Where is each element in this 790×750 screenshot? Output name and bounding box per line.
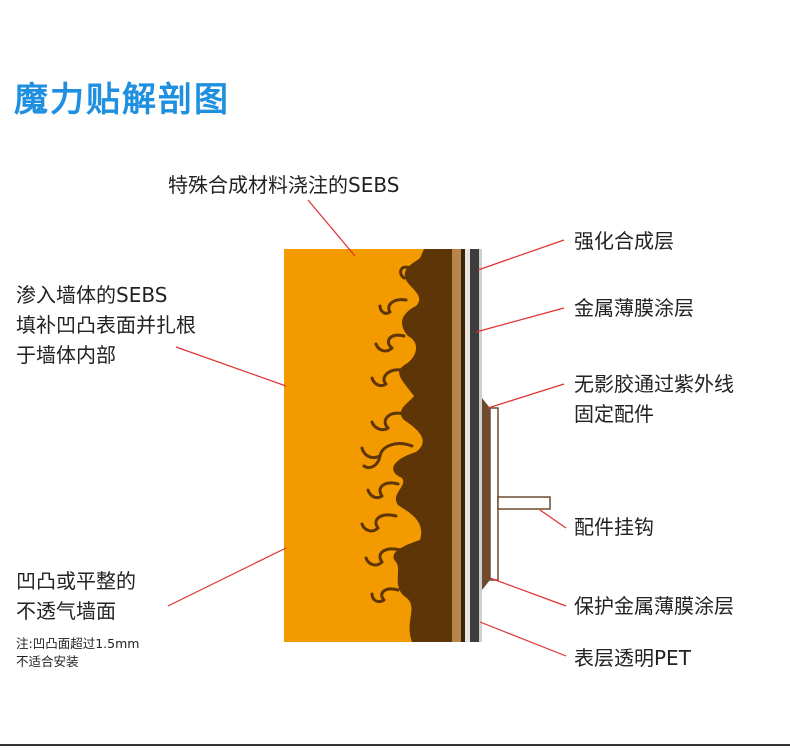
- label-sebs-penetrate-3: 于墙体内部: [16, 343, 116, 367]
- label-sebs-penetrate-1: 渗入墙体的SEBS: [16, 283, 168, 307]
- label-protective-film: 保护金属薄膜涂层: [574, 594, 734, 618]
- label-metal-film: 金属薄膜涂层: [574, 296, 694, 320]
- label-uv-glue-2: 固定配件: [574, 402, 654, 426]
- label-pet-layer: 表层透明PET: [574, 646, 691, 670]
- label-wall-surface-1: 凹凸或平整的: [16, 569, 136, 593]
- fitting-glue-layer: [489, 407, 499, 581]
- label-sebs-cast: 特殊合成材料浇注的SEBS: [168, 173, 400, 197]
- label-wall-surface-2: 不透气墙面: [16, 599, 116, 623]
- strip-light: [465, 249, 470, 642]
- root-tendrils: [360, 265, 414, 604]
- strip-dark: [461, 249, 465, 642]
- page-title: 魔力贴解剖图: [14, 80, 230, 120]
- label-note-1: 注:凹凸面超过1.5mm: [16, 636, 140, 651]
- strip-pet: [479, 249, 482, 642]
- fitting-hook: [497, 496, 551, 510]
- fitting-base: [482, 398, 490, 590]
- sebs-layer: [393, 249, 452, 642]
- label-sebs-penetrate-2: 填补凹凸表面并扎根: [16, 313, 196, 337]
- label-note-2: 不适合安装: [16, 654, 79, 669]
- strip-metal: [470, 249, 479, 642]
- label-uv-glue-1: 无影胶通过紫外线: [574, 372, 734, 396]
- label-hook: 配件挂钩: [574, 515, 654, 539]
- strip-tan: [452, 249, 461, 642]
- leader-lines: [167, 199, 567, 657]
- label-reinforced-layer: 强化合成层: [574, 229, 674, 253]
- bottom-divider: [0, 744, 790, 746]
